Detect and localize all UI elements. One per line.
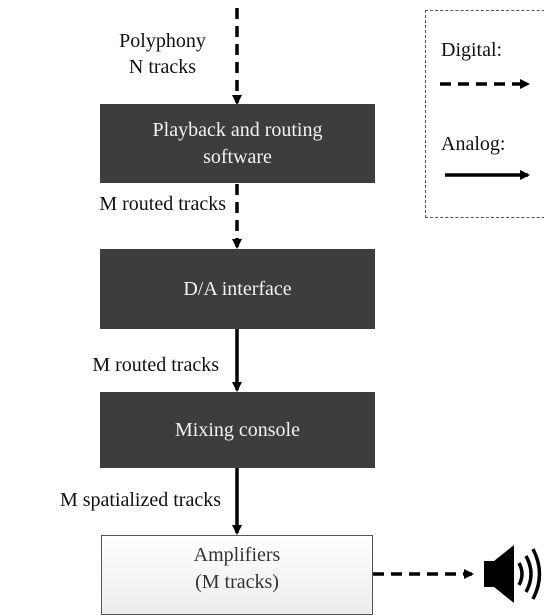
amplifiers-line2: (M tracks)	[195, 571, 279, 593]
da-interface-box: D/A interface	[100, 249, 375, 329]
legend-box	[425, 10, 544, 218]
edge-label-after-da: M routed tracks	[92, 354, 219, 376]
amplifiers-line1: Amplifiers	[193, 544, 281, 566]
playback-box-line2: software	[203, 145, 272, 168]
legend-analog-label: Analog:	[441, 133, 506, 155]
amplifiers-box: Amplifiers (M tracks)	[101, 535, 373, 615]
edge-label-after-playback: M routed tracks	[99, 193, 226, 215]
playback-routing-software-box: Playback and routing software	[100, 104, 375, 183]
da-interface-label: D/A interface	[183, 277, 292, 300]
mixing-console-box: Mixing console	[100, 392, 375, 468]
legend-digital-label: Digital:	[441, 39, 503, 61]
playback-box-line1: Playback and routing	[152, 118, 323, 141]
input-label: Polyphony N tracks	[100, 28, 225, 80]
input-label-line2: N tracks	[128, 56, 197, 78]
input-label-line1: Polyphony	[119, 30, 206, 52]
edge-label-after-mixing: M spatialized tracks	[59, 489, 221, 511]
mixing-console-label: Mixing console	[175, 418, 300, 441]
speaker-icon	[484, 545, 542, 603]
